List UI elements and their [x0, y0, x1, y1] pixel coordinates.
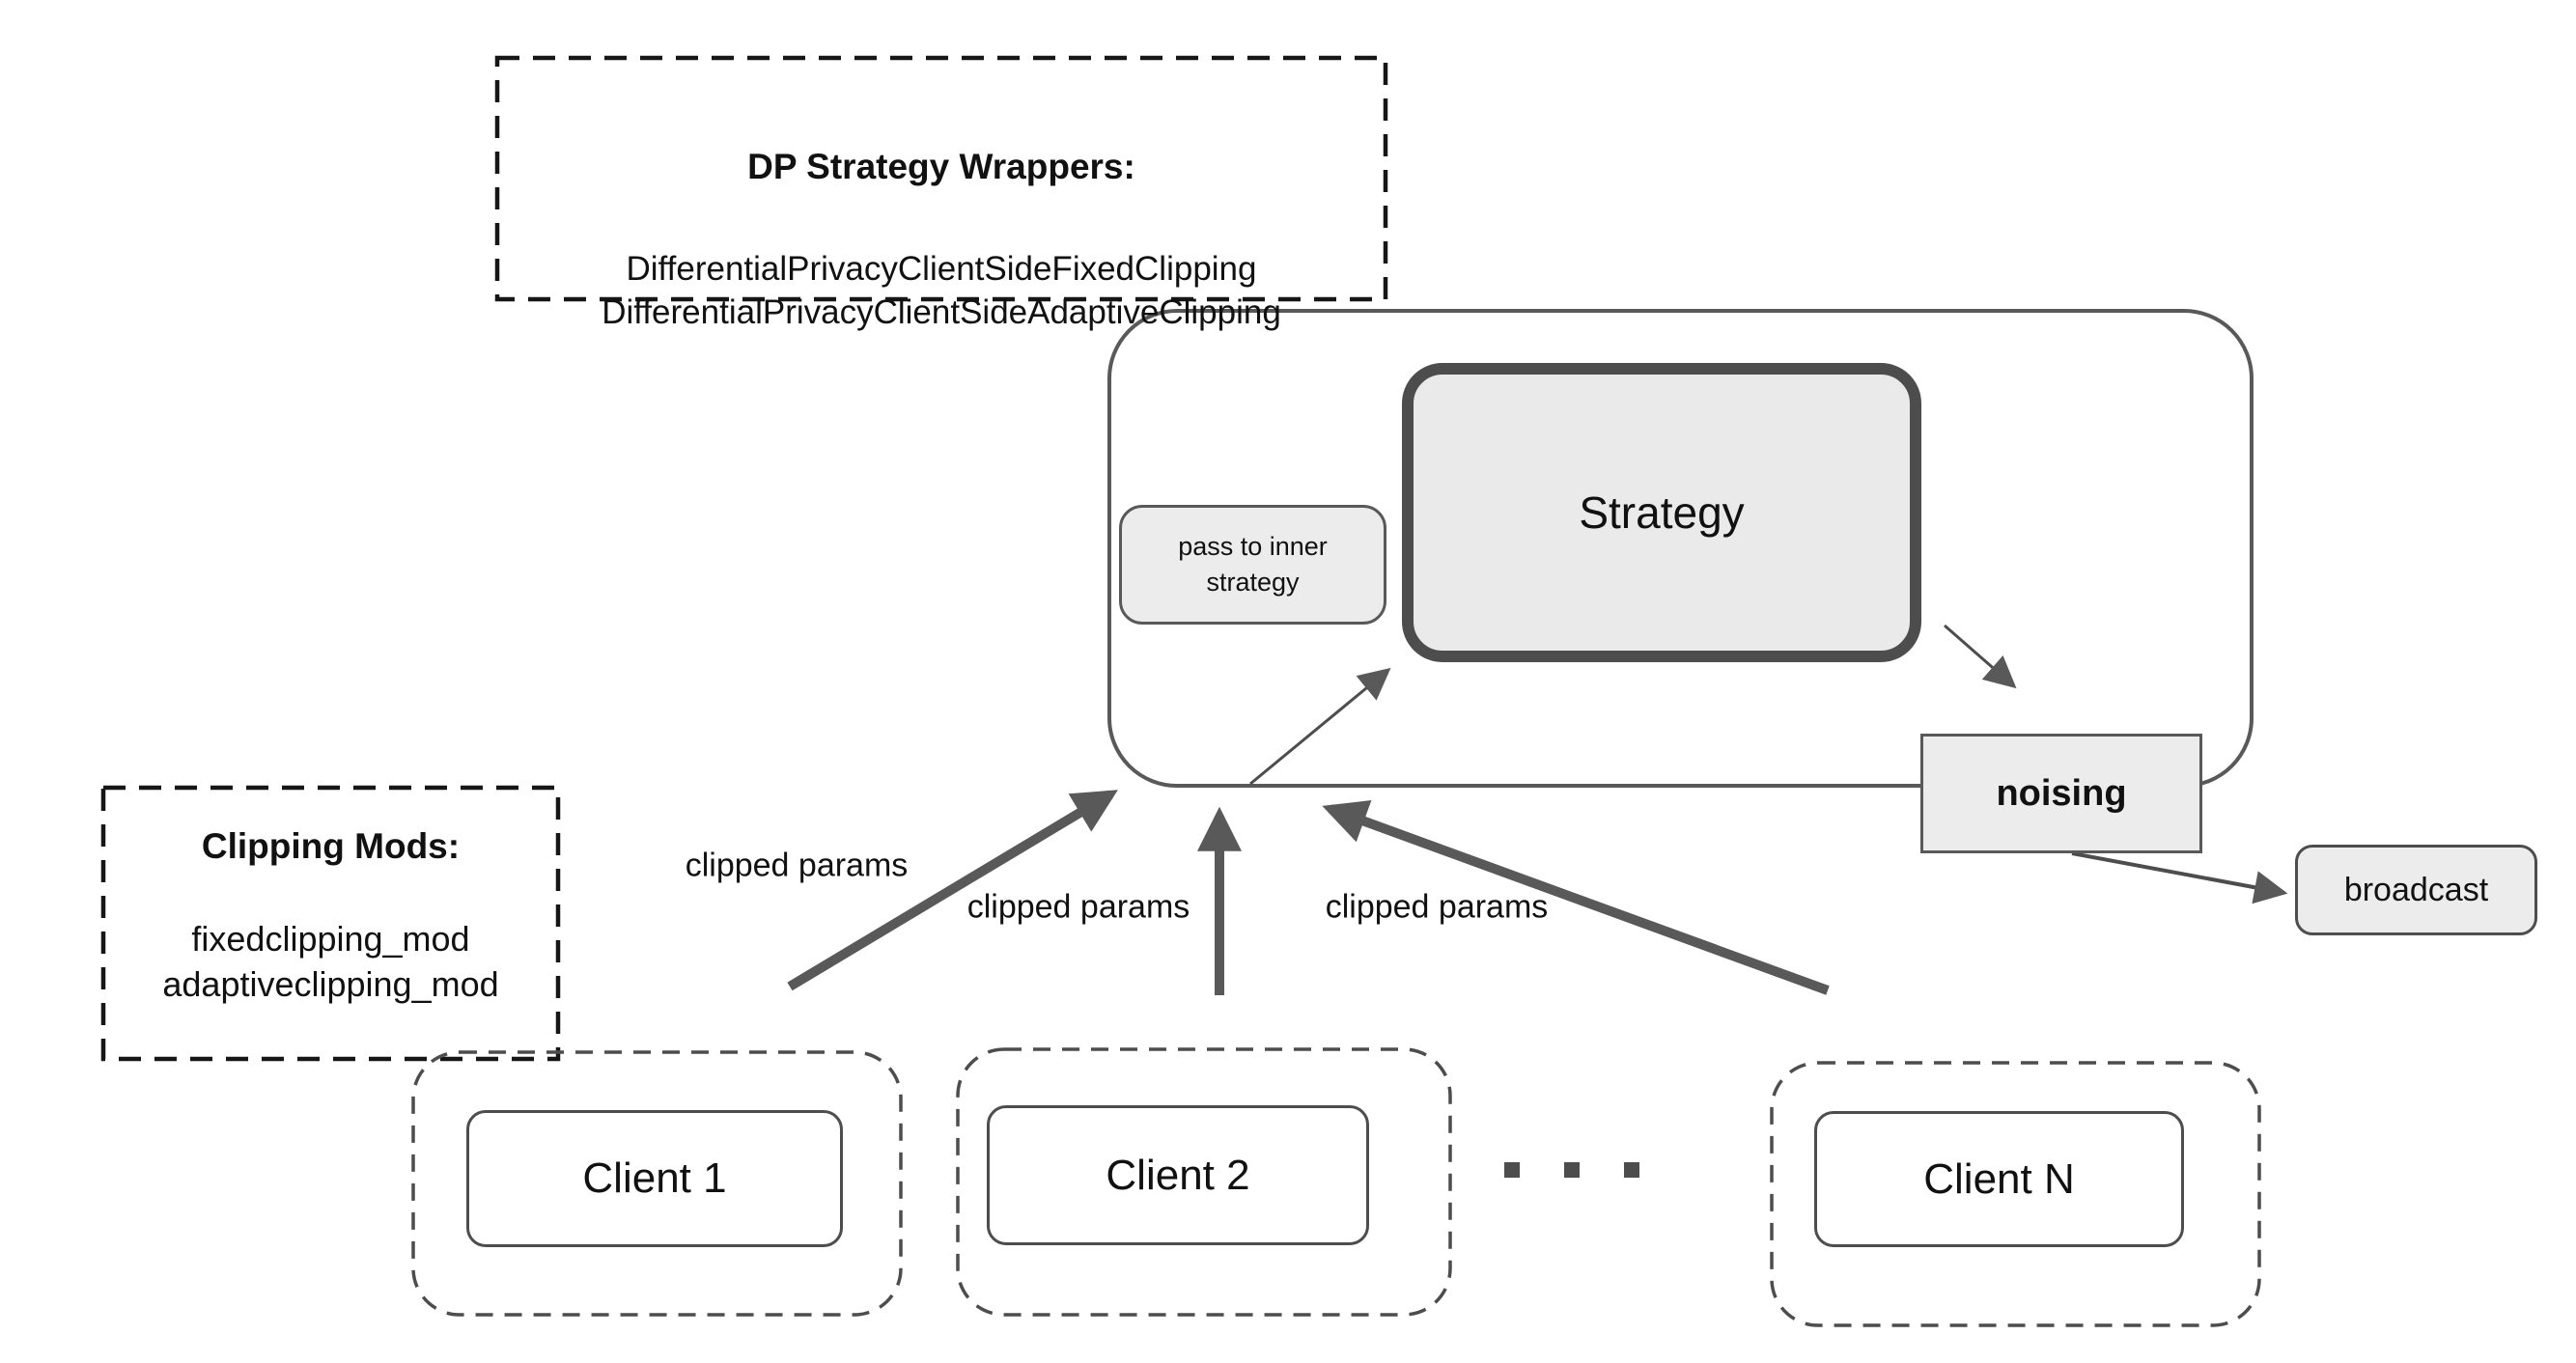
- ellipsis-dot: [1624, 1162, 1639, 1178]
- clipped-params-label: clipped params: [966, 888, 1190, 926]
- strategy-label: Strategy: [1579, 487, 1745, 538]
- dp-wrapper-class-name: DifferentialPrivacyClientSideAdaptiveCli…: [602, 293, 1281, 331]
- pass-to-inner-strategy-box: pass to inner strategy: [1119, 505, 1386, 625]
- noising-box: noising: [1920, 734, 2202, 853]
- dp-wrappers-box: DP Strategy Wrappers: DifferentialPrivac…: [497, 58, 1386, 331]
- ellipsis-dot: [1504, 1162, 1520, 1178]
- dp-wrappers-title: DP Strategy Wrappers:: [747, 147, 1135, 186]
- clipping-mods-dashed-box: [100, 785, 561, 1062]
- ellipsis-icon: [1504, 1162, 1639, 1178]
- clipping-mod-name: adaptiveclipping_mod: [162, 964, 499, 1004]
- client-n-dashed-box: [1770, 1061, 2261, 1327]
- client-label: Client N: [1923, 1154, 2075, 1203]
- clipping-mods-box: Clipping Mods: fixedclipping_mod adaptiv…: [103, 788, 558, 1059]
- client-1-box: Client 1: [466, 1110, 843, 1247]
- clipped-params-label: clipped params: [685, 847, 909, 884]
- broadcast-label: broadcast: [2343, 871, 2489, 908]
- dp-wrappers-class-list: DifferentialPrivacyClientSideFixedClippi…: [497, 247, 1386, 334]
- dp-wrappers-dashed-box: [494, 55, 1388, 302]
- clipping-mod-name: fixedclipping_mod: [191, 919, 470, 959]
- noising-to-broadcast-arrow: [2071, 851, 2288, 904]
- client-n-box: Client N: [1814, 1111, 2184, 1247]
- client-2-box: Client 2: [987, 1105, 1369, 1245]
- client-1-dashed-box: [411, 1050, 903, 1317]
- ellipsis-dot: [1564, 1162, 1580, 1178]
- pass-to-inner-strategy-label-line2: strategy: [1206, 568, 1300, 597]
- strategy-to-noising-arrow: [1944, 624, 2017, 689]
- client-1-upload-arrow: [787, 790, 1118, 991]
- client-label: Client 2: [1106, 1151, 1250, 1199]
- clipping-mods-title: Clipping Mods:: [201, 826, 461, 866]
- client-label: Client 1: [582, 1154, 727, 1202]
- pass-to-inner-strategy-label-line1: pass to inner: [1178, 532, 1328, 561]
- client-2-dashed-box: [956, 1047, 1452, 1317]
- clipping-mods-list: fixedclipping_mod adaptiveclipping_mod: [103, 916, 558, 1007]
- client-n-upload-arrow: [1322, 800, 1830, 995]
- strategy-box: Strategy: [1402, 363, 1921, 662]
- noising-label: noising: [1996, 772, 2127, 814]
- pass-to-inner-arrow: [1249, 667, 1391, 786]
- clipped-params-label: clipped params: [1325, 888, 1549, 926]
- dp-wrapper-class-name: DifferentialPrivacyClientSideFixedClippi…: [626, 250, 1257, 288]
- broadcast-box: broadcast: [2295, 845, 2537, 935]
